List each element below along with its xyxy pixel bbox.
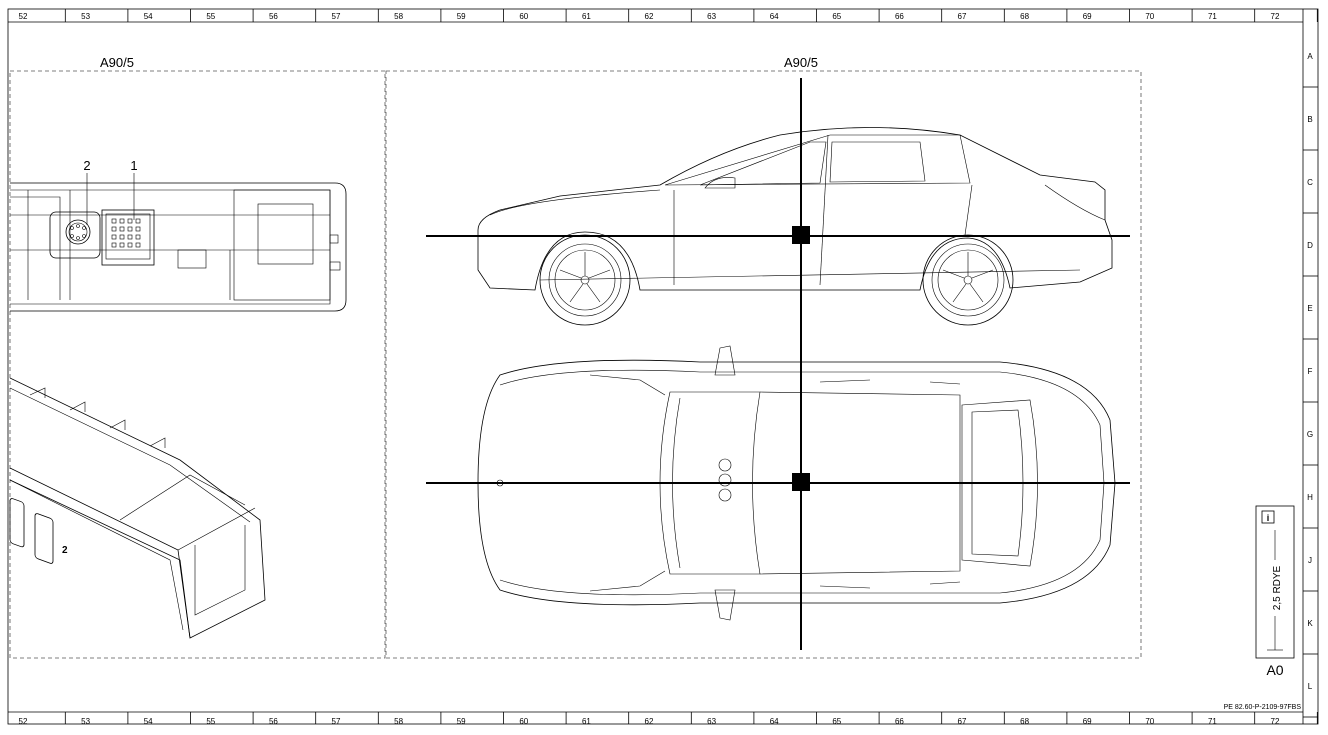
column-label: 68 <box>1020 12 1029 21</box>
drawing-frame <box>7 8 1319 725</box>
info-icon <box>1261 510 1275 524</box>
column-label: 63 <box>707 717 716 726</box>
column-label: 64 <box>770 717 779 726</box>
row-label: L <box>1308 682 1313 691</box>
row-label: D <box>1307 241 1313 250</box>
column-label: 70 <box>1145 717 1154 726</box>
row-label: K <box>1307 619 1313 628</box>
row-label: J <box>1308 556 1312 565</box>
column-label: 55 <box>206 12 215 21</box>
document-id: PE 82.60-P-2109-97FBS <box>1224 704 1302 711</box>
location-code: A0 <box>1266 662 1283 678</box>
wire-legend-box: i <box>1255 505 1295 659</box>
column-label: 53 <box>81 717 90 726</box>
column-label: 52 <box>19 717 28 726</box>
column-label: 62 <box>645 717 654 726</box>
column-label: 61 <box>582 12 591 21</box>
column-label: 70 <box>1145 12 1154 21</box>
left-panel-border <box>9 70 386 659</box>
wire-code: 2,5 RDYE <box>1272 565 1283 610</box>
car-side-view <box>477 127 1113 326</box>
column-label: 59 <box>457 717 466 726</box>
column-label: 67 <box>958 717 967 726</box>
row-label: E <box>1307 304 1312 313</box>
locator-crosshairs <box>426 78 1130 650</box>
column-label: 65 <box>832 12 841 21</box>
column-label: 57 <box>332 717 341 726</box>
column-label: 64 <box>770 12 779 21</box>
column-label: 72 <box>1271 12 1280 21</box>
column-label: 54 <box>144 12 153 21</box>
usb-module-isometric <box>9 377 266 639</box>
column-label: 60 <box>519 717 528 726</box>
location-marker-top <box>792 473 810 491</box>
usb-port-label: 2 <box>62 545 68 556</box>
column-ruler: 52 52 53 53 54 54 55 55 56 56 57 57 58 58 59 59 60 60 61 61… <box>19 9 1318 726</box>
column-label: 62 <box>645 12 654 21</box>
column-label: 69 <box>1083 717 1092 726</box>
column-label: 69 <box>1083 12 1092 21</box>
right-panel-title: A90/5 <box>784 55 818 70</box>
column-label: 61 <box>582 717 591 726</box>
column-label: 71 <box>1208 12 1217 21</box>
column-label: 66 <box>895 12 904 21</box>
column-label: 65 <box>832 717 841 726</box>
column-label: 55 <box>206 717 215 726</box>
column-label: 59 <box>457 12 466 21</box>
row-ruler: A B C D E F G H J K L <box>1303 52 1318 718</box>
connector-housing-front <box>10 173 347 312</box>
column-label: 56 <box>269 12 278 21</box>
column-label: 71 <box>1208 717 1217 726</box>
column-label: 54 <box>144 717 153 726</box>
column-label: 66 <box>895 717 904 726</box>
column-label: 58 <box>394 12 403 21</box>
callout-2: 2 <box>83 158 90 173</box>
column-label: 63 <box>707 12 716 21</box>
column-label: 58 <box>394 717 403 726</box>
location-marker-side <box>792 226 810 244</box>
row-label: F <box>1308 367 1313 376</box>
column-label: 67 <box>958 12 967 21</box>
column-label: 52 <box>19 12 28 21</box>
column-label: 53 <box>81 12 90 21</box>
row-label: A <box>1307 52 1313 61</box>
left-panel-title: A90/5 <box>100 55 134 70</box>
right-panel-border <box>385 70 1142 659</box>
column-label: 60 <box>519 12 528 21</box>
column-label: 56 <box>269 717 278 726</box>
svg-text:i: i <box>1267 513 1270 523</box>
column-label: 72 <box>1271 717 1280 726</box>
row-label: G <box>1307 430 1313 439</box>
row-label: C <box>1307 178 1313 187</box>
column-label: 57 <box>332 12 341 21</box>
column-label: 68 <box>1020 717 1029 726</box>
callout-1: 1 <box>130 158 137 173</box>
row-label: H <box>1307 493 1313 502</box>
row-label: B <box>1307 115 1312 124</box>
